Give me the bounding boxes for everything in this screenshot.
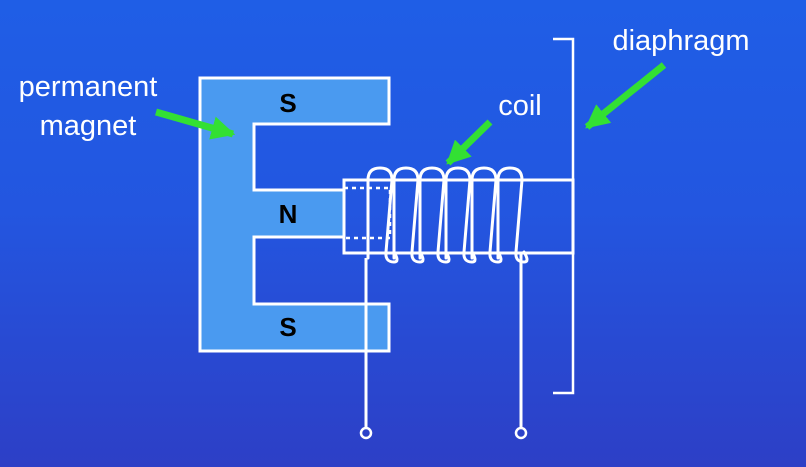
arrow-to-diaphragm — [584, 62, 667, 130]
coil-windings — [366, 166, 529, 264]
coil-turn — [444, 166, 477, 264]
diaphragm-bracket — [553, 37, 575, 395]
arrow-to-magnet — [155, 108, 236, 140]
coil-turn — [470, 166, 503, 264]
label-coil: coil — [498, 90, 542, 122]
pole-label-top: S — [279, 88, 296, 118]
pole-label-middle: N — [279, 199, 298, 229]
label-permanent-magnet-line2: magnet — [40, 110, 137, 142]
coil-turn — [418, 166, 451, 264]
coil-turn — [366, 166, 399, 264]
coil-turn — [392, 166, 425, 264]
label-diaphragm: diaphragm — [612, 25, 749, 57]
arrow-to-coil — [445, 119, 493, 166]
label-permanent-magnet-line1: permanent — [19, 71, 158, 103]
pole-label-bottom: S — [279, 312, 296, 342]
coil-former — [342, 178, 575, 255]
coil-terminal-left — [359, 426, 373, 440]
coil-terminal-right — [514, 426, 528, 440]
coil-turn — [496, 166, 529, 264]
